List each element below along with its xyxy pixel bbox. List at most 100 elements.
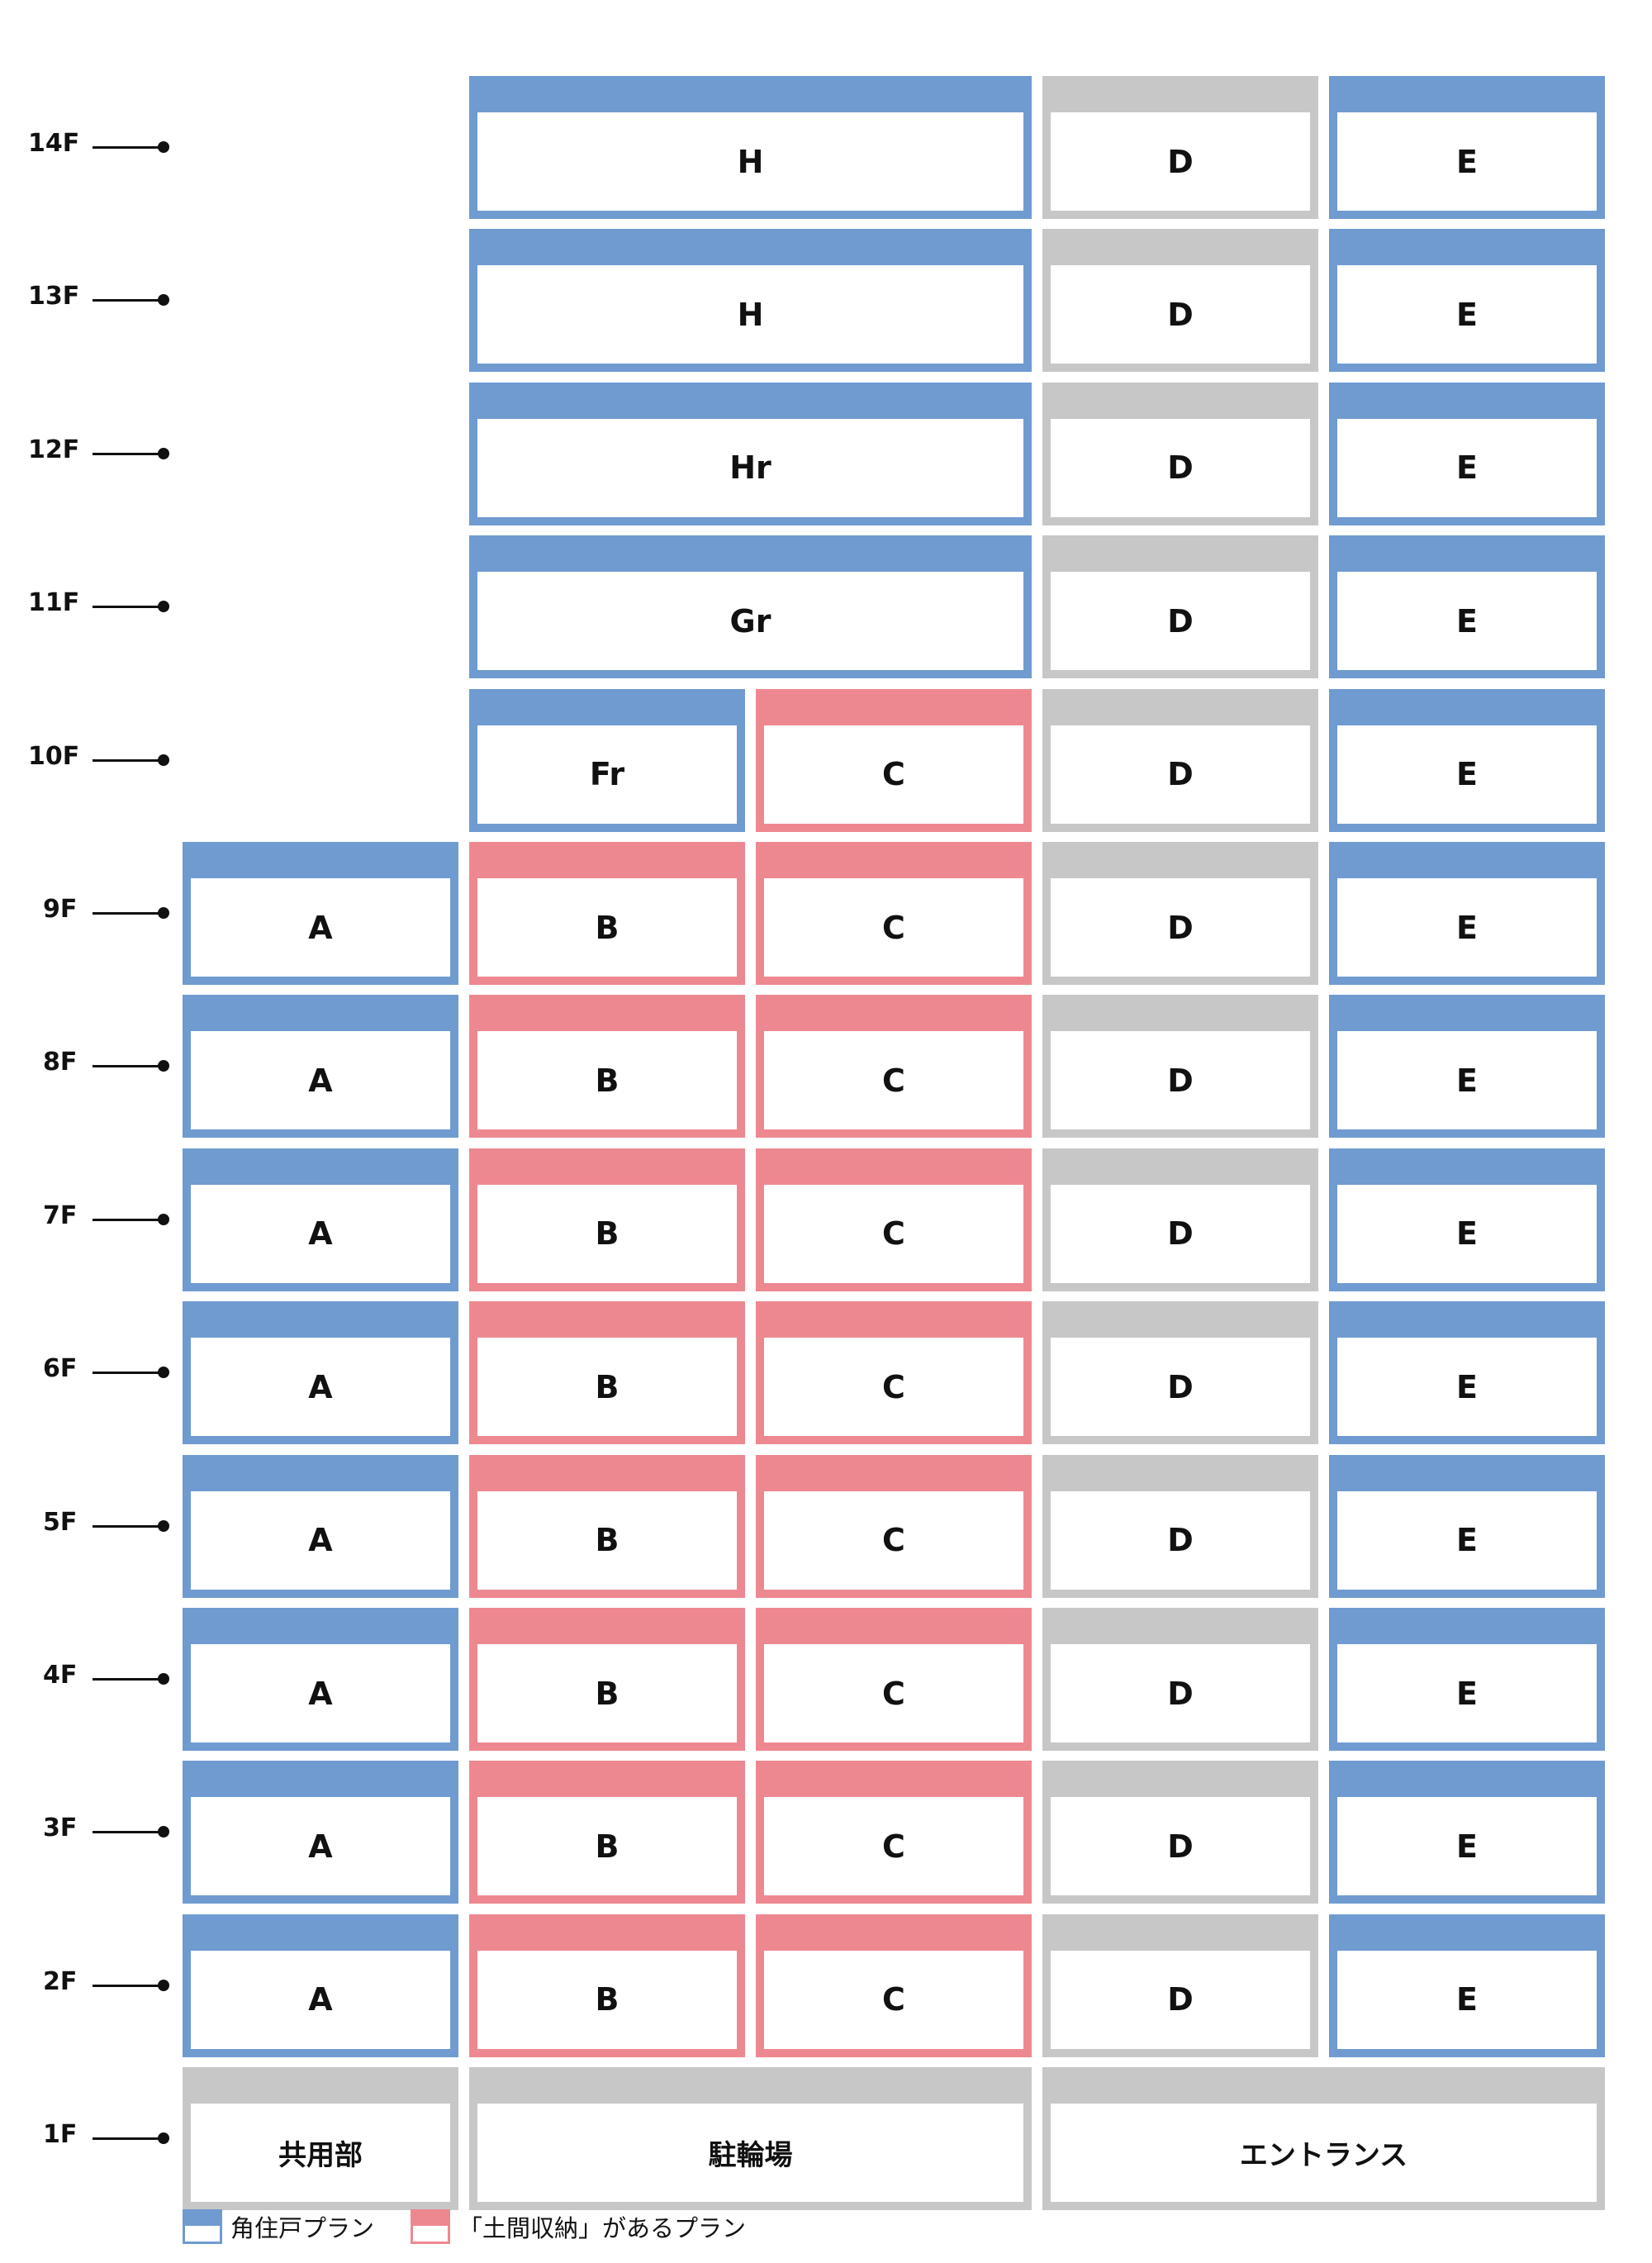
- floor-leader-line: [93, 1065, 163, 1068]
- unit-box: E: [1329, 1454, 1605, 1598]
- unit-box: C: [756, 1148, 1032, 1291]
- unit-label: D: [1167, 756, 1194, 793]
- floor-leader-dot: [158, 1060, 169, 1072]
- floor-leader-line: [93, 299, 163, 302]
- floor-leader-dot: [158, 601, 169, 613]
- floor-leader-dot: [158, 1519, 169, 1532]
- floor-label: 14F: [28, 129, 80, 158]
- unit-label: D: [1167, 1828, 1194, 1865]
- unit-box: D: [1042, 1301, 1318, 1445]
- unit-box: H: [469, 76, 1032, 219]
- unit-label: E: [1456, 1368, 1478, 1405]
- unit-box: C: [756, 688, 1032, 832]
- unit-label: A: [308, 1062, 333, 1099]
- unit-box: A: [183, 1761, 458, 1904]
- common-area-box: 共用部: [183, 2067, 458, 2211]
- floor-leader-dot: [158, 294, 169, 307]
- unit-label: C: [882, 1368, 905, 1405]
- unit-label: Fr: [589, 756, 625, 793]
- unit-label: A: [308, 1981, 333, 2018]
- unit-box: D: [1042, 535, 1318, 679]
- unit-label: C: [882, 756, 905, 793]
- legend-item: 「土間収納」があるプラン: [411, 2208, 746, 2246]
- floor-leader-dot: [158, 907, 169, 919]
- unit-box: D: [1042, 1454, 1318, 1598]
- floor-leader-line: [93, 1524, 163, 1528]
- floor-label: 5F: [43, 1507, 78, 1537]
- unit-box: E: [1329, 229, 1605, 373]
- unit-label: D: [1167, 1981, 1194, 2018]
- unit-label: D: [1167, 296, 1194, 333]
- floor-leader-line: [93, 146, 163, 149]
- floor-label: 1F: [43, 2120, 78, 2150]
- unit-label: E: [1456, 1522, 1478, 1559]
- unit-box: C: [756, 1454, 1032, 1598]
- floor-leader-line: [93, 2137, 163, 2141]
- unit-box: E: [1329, 1608, 1605, 1751]
- unit-box: B: [469, 995, 745, 1139]
- floor-label: 7F: [43, 1200, 78, 1230]
- unit-label: D: [1167, 449, 1194, 487]
- unit-box: A: [183, 1914, 458, 2057]
- unit-box: D: [1042, 1608, 1318, 1751]
- unit-box: Hr: [469, 382, 1032, 525]
- common-area-box: 駐輪場: [469, 2067, 1032, 2211]
- floor-leader-dot: [158, 1367, 169, 1379]
- floor-leader-line: [93, 1984, 163, 1987]
- unit-box: E: [1329, 688, 1605, 832]
- unit-label: E: [1456, 1062, 1478, 1099]
- floor-leader-line: [93, 1678, 163, 1681]
- unit-box: E: [1329, 1148, 1605, 1291]
- unit-label: D: [1167, 602, 1194, 639]
- unit-box: B: [469, 1301, 745, 1445]
- unit-box: Fr: [469, 688, 745, 832]
- floor-leader-dot: [158, 1213, 169, 1225]
- unit-label: C: [882, 909, 905, 946]
- unit-label: A: [308, 909, 333, 946]
- unit-label: E: [1456, 143, 1478, 180]
- unit-label: A: [308, 1675, 333, 1712]
- floor-label: 10F: [28, 741, 80, 771]
- floor-leader-line: [93, 1831, 163, 1834]
- unit-box: E: [1329, 76, 1605, 219]
- legend-label: 「土間収納」があるプラン: [458, 2214, 747, 2242]
- unit-label: B: [595, 1062, 620, 1099]
- unit-label: D: [1167, 143, 1194, 180]
- unit-box: D: [1042, 1914, 1318, 2057]
- floor-leader-dot: [158, 447, 169, 459]
- floor-label: 2F: [43, 1966, 78, 1996]
- unit-label: D: [1167, 1062, 1194, 1099]
- unit-box: E: [1329, 382, 1605, 525]
- unit-box: E: [1329, 842, 1605, 985]
- unit-label: D: [1167, 1368, 1194, 1405]
- unit-box: D: [1042, 76, 1318, 219]
- unit-box: C: [756, 995, 1032, 1139]
- unit-box: B: [469, 1454, 745, 1598]
- unit-label: E: [1456, 449, 1478, 487]
- unit-box: A: [183, 1148, 458, 1291]
- unit-box: D: [1042, 382, 1318, 525]
- unit-label: 駐輪場: [708, 2139, 793, 2173]
- floor-leader-line: [93, 1372, 163, 1375]
- floor-leader-dot: [158, 1826, 169, 1838]
- floor-label: 6F: [43, 1354, 78, 1384]
- unit-box: E: [1329, 1914, 1605, 2057]
- unit-box: A: [183, 1301, 458, 1445]
- unit-box: B: [469, 842, 745, 985]
- unit-box: B: [469, 1761, 745, 1904]
- unit-label: H: [737, 296, 764, 333]
- unit-label: 共用部: [278, 2139, 363, 2173]
- unit-box: D: [1042, 995, 1318, 1139]
- unit-box: A: [183, 842, 458, 985]
- unit-label: A: [308, 1828, 333, 1865]
- unit-box: C: [756, 1608, 1032, 1751]
- unit-box: E: [1329, 995, 1605, 1139]
- floor-leader-dot: [158, 754, 169, 766]
- unit-label: E: [1456, 1981, 1478, 2018]
- unit-box: C: [756, 842, 1032, 985]
- legend-swatch: [183, 2209, 222, 2244]
- floor-leader-line: [93, 758, 163, 762]
- floor-label: 4F: [43, 1661, 78, 1690]
- unit-label: D: [1167, 1215, 1194, 1253]
